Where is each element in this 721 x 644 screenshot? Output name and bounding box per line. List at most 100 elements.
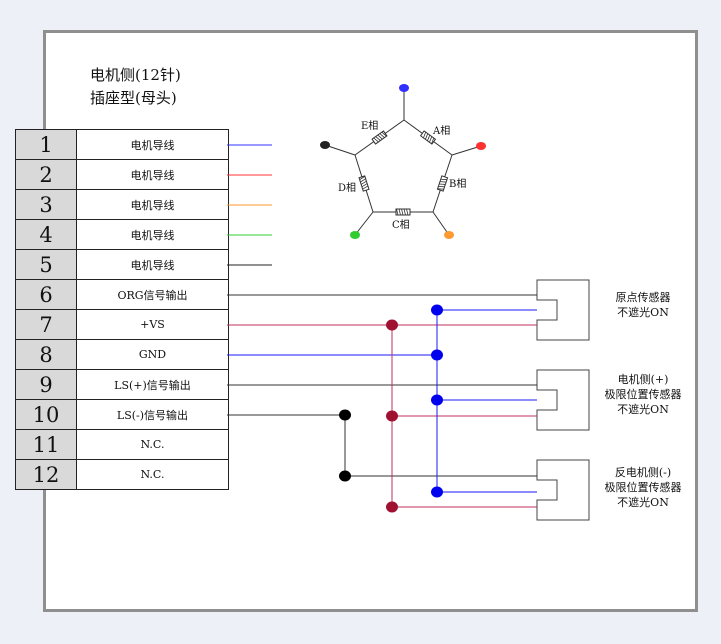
vs-junction: [386, 501, 398, 513]
phase-a-label: A相: [433, 126, 451, 137]
pin-function: ORG信号输出: [76, 279, 229, 310]
coil-turn: [373, 137, 379, 143]
pin-number: 2: [15, 159, 77, 190]
coil-turn: [438, 185, 445, 188]
winding-coil: [371, 130, 388, 145]
coil-turn: [396, 208, 399, 216]
minus-limit-sensor-label: 反电机侧(-) 极限位置传感器 不遮光ON: [592, 465, 694, 510]
coil-turn: [379, 133, 385, 138]
pin-function: N.C.: [76, 459, 229, 490]
coil-turn: [403, 208, 406, 216]
coil-turn: [440, 178, 447, 181]
pin-number: 12: [15, 459, 77, 490]
plus-limit-sensor: [536, 369, 590, 431]
coil-turn: [439, 183, 446, 185]
winding-coil: [395, 208, 411, 216]
origin-sensor-state: 不遮光ON: [617, 306, 669, 319]
phase-terminal: [399, 84, 409, 92]
coil-turn: [359, 176, 366, 180]
vs-junction: [386, 410, 398, 422]
pin-function: 电机导线: [76, 189, 229, 220]
pin-function: 电机导线: [76, 249, 229, 280]
pin-function: N.C.: [76, 429, 229, 460]
gnd-junction: [431, 304, 443, 316]
phase-terminal: [444, 231, 454, 239]
coil-turn: [406, 208, 409, 216]
signal-junction: [339, 409, 351, 421]
pin-function: 电机导线: [76, 129, 229, 160]
coil-turn: [425, 133, 429, 140]
origin-sensor-label: 原点传感器 不遮光ON: [598, 290, 688, 320]
signal-junction: [339, 470, 351, 482]
coil-turn: [377, 134, 383, 140]
phase-d-label: D相: [338, 183, 357, 194]
pin-number: 3: [15, 189, 77, 220]
pin-function: +VS: [76, 309, 229, 340]
coil-body: [419, 130, 437, 145]
coil-turn: [429, 136, 433, 143]
coil-turn: [398, 208, 401, 216]
plus-limit-sensor-label: 电机侧(+) 极限位置传感器 不遮光ON: [592, 372, 694, 417]
connector-title: 电机侧(12针): [90, 66, 181, 84]
origin-sensor: [536, 279, 590, 341]
gnd-junction: [431, 349, 443, 361]
minus-limit-sensor-state: 不遮光ON: [617, 496, 669, 509]
gnd-junction: [431, 486, 443, 498]
coil-turn: [439, 181, 447, 183]
origin-sensor-name: 原点传感器: [615, 291, 671, 304]
plus-limit-sensor-state: 不遮光ON: [617, 403, 669, 416]
pin-number: 11: [15, 429, 77, 460]
phase-terminal: [320, 141, 330, 149]
phase-c-label: C相: [392, 220, 410, 231]
coil-turn: [381, 131, 387, 137]
coil-turn: [423, 131, 427, 139]
minus-limit-sensor: [536, 459, 590, 521]
coil-turn: [360, 180, 367, 185]
phase-lead: [354, 211, 374, 236]
coil-turn: [360, 178, 366, 183]
pin-number: 9: [15, 369, 77, 400]
coil-turn: [375, 136, 381, 141]
winding-coil: [358, 175, 370, 192]
phase-terminal: [476, 142, 486, 150]
phase-lead: [324, 144, 356, 156]
pin-number: 8: [15, 339, 77, 370]
coil-turn: [427, 134, 431, 141]
winding-coil: [436, 175, 449, 192]
coil-body: [358, 175, 370, 192]
plus-limit-sensor-name: 电机侧(+): [617, 373, 669, 386]
winding-coil: [419, 130, 437, 145]
coil-turn: [437, 188, 444, 190]
pin-function: GND: [76, 339, 229, 370]
pin-function: LS(-)信号输出: [76, 399, 229, 430]
pin-function: LS(+)信号输出: [76, 369, 229, 400]
coil-turn: [362, 185, 369, 190]
phase-terminal: [350, 231, 360, 239]
pin-number: 4: [15, 219, 77, 250]
pin-number: 6: [15, 279, 77, 310]
phase-e-label: E相: [361, 121, 379, 132]
gnd-junction: [431, 394, 443, 406]
coil-body: [371, 130, 388, 145]
connector-subtitle: 插座型(母头): [90, 89, 177, 107]
vs-junction: [386, 319, 398, 331]
phase-lead: [451, 145, 482, 156]
coil-turn: [431, 137, 435, 144]
pin-number: 10: [15, 399, 77, 430]
plus-limit-sensor-type: 极限位置传感器: [604, 388, 682, 401]
coil-turn: [361, 183, 368, 188]
minus-limit-sensor-type: 极限位置传感器: [604, 481, 682, 494]
phase-lead: [432, 211, 450, 236]
pin-function: 电机导线: [76, 159, 229, 190]
